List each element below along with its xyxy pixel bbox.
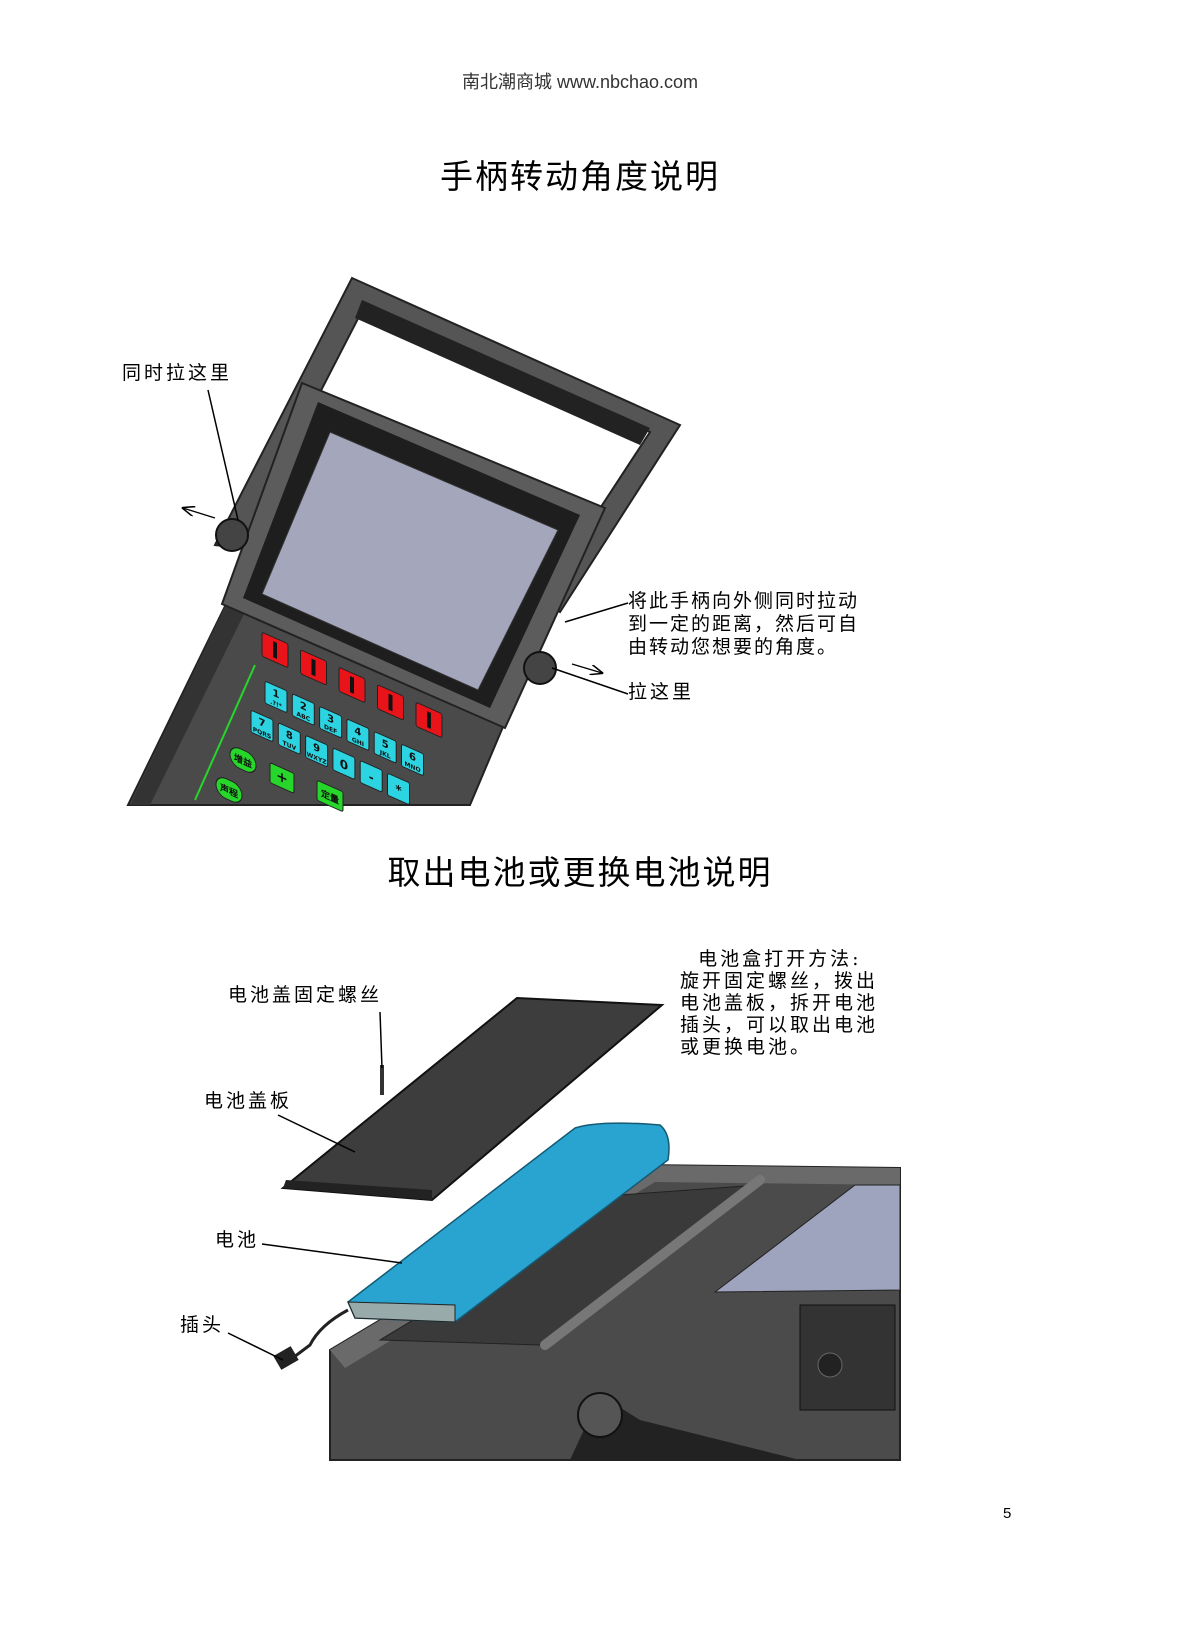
key-digit: -: [369, 769, 374, 786]
key-digit: 3: [327, 712, 334, 727]
callout-cover: 电池盖板: [204, 1090, 293, 1112]
key-digit: *: [395, 781, 402, 798]
callout-pull-here: 拉这里: [628, 681, 695, 703]
key-digit: 6: [409, 750, 416, 765]
green-key: 定量: [316, 780, 344, 812]
number-key: 0: [332, 748, 356, 780]
section-title-battery: 取出电池或更换电池说明: [387, 853, 773, 892]
callout-instruction: 将此手柄向外侧同时拉动 到一定的距离，然后可自 由转动您想要的角度。: [628, 590, 860, 658]
arrow-left-icon: [183, 508, 216, 519]
callout-battery: 电池: [215, 1229, 260, 1251]
function-key-mark: [388, 693, 393, 712]
key-letters: JKL: [379, 749, 391, 761]
key-digit: 8: [286, 728, 293, 743]
page-header: 南北潮商城 www.nbchao.com: [461, 72, 699, 92]
screen: [261, 431, 559, 691]
green-key-label: +: [276, 767, 288, 788]
page-number: 5: [1003, 1505, 1012, 1522]
battery: [347, 1122, 670, 1323]
function-key-mark: [350, 676, 354, 694]
section-title-handle: 手柄转动角度说明: [440, 157, 720, 196]
arrow-right-icon: [571, 663, 602, 673]
key-digit: 1: [273, 687, 280, 702]
key-digit: 4: [354, 725, 361, 740]
device-screen: [713, 1184, 901, 1293]
key-digit: 7: [259, 716, 266, 731]
callout-plug: 插头: [180, 1314, 225, 1336]
key-digit: 0: [340, 755, 349, 773]
callout-pull-both: 同时拉这里: [122, 362, 233, 384]
number-key: -: [359, 760, 383, 793]
green-key: 增益: [229, 747, 257, 773]
green-key: +: [269, 762, 295, 794]
function-key-mark: [273, 641, 277, 659]
function-key: [415, 702, 443, 738]
function-key: [261, 632, 289, 668]
battery-illustration: [273, 996, 901, 1461]
function-key-mark: [427, 711, 431, 729]
hinge-right: [523, 651, 557, 685]
callout-screw: 电池盖固定螺丝: [228, 984, 383, 1006]
key-digit: 9: [313, 741, 320, 756]
function-key-mark: [311, 658, 316, 677]
plug: [273, 1346, 299, 1370]
hinge-left: [215, 518, 249, 552]
function-key: [377, 684, 404, 721]
callout-battery-instruction: 电池盒打开方法: 旋开固定螺丝，拨出 电池盖板，拆开电池 插头，可以取出电池 或…: [680, 948, 879, 1058]
key-digit: 5: [382, 737, 389, 752]
key-digit: 2: [300, 699, 307, 714]
function-key: [300, 649, 327, 686]
green-key: 声程: [215, 777, 243, 803]
function-key: [338, 667, 366, 703]
number-key: *: [387, 773, 410, 805]
